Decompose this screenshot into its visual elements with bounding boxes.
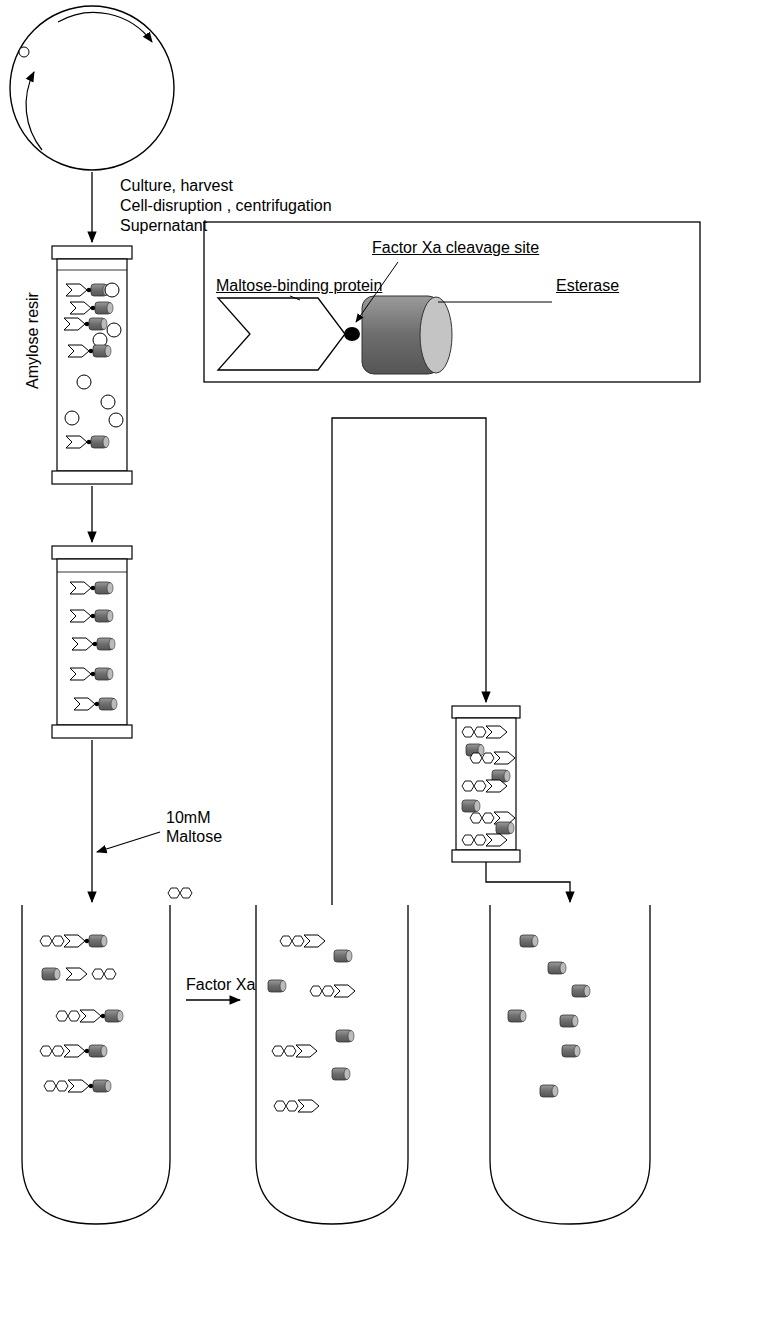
part-label: Esterase <box>556 276 619 295</box>
step-label: Supernatant <box>120 216 207 235</box>
step-label: Culture, harvest <box>120 176 233 195</box>
part-label: Maltose-binding protein <box>216 276 382 295</box>
part-label: Factor Xa cleavage site <box>372 238 539 257</box>
step-label: Cell-disruption , centrifugation <box>120 196 332 215</box>
column-label: Amylose resir <box>23 292 42 389</box>
reagent-label: 10mM Maltose <box>166 808 222 846</box>
step-label: Factor Xa <box>186 975 255 994</box>
